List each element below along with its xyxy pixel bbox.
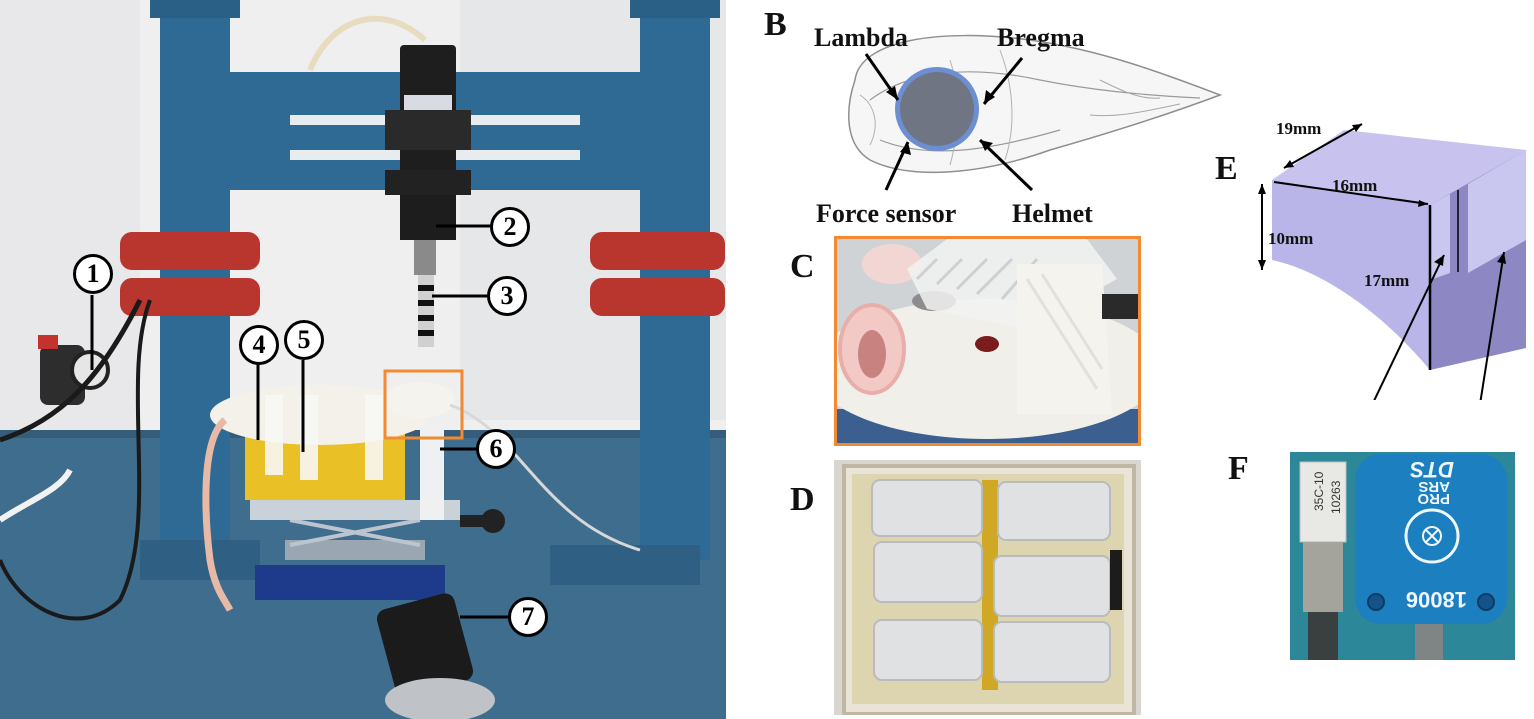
axis-direction-icon (1404, 508, 1460, 564)
foam-holder-photo (834, 460, 1141, 715)
skull-diagram: Lambda Bregma Force sensor Helmet (814, 23, 1223, 228)
dim-19mm: 19mm (1276, 119, 1321, 138)
panel-letter-d: D (790, 481, 815, 518)
panel-letter-b: B (764, 6, 787, 43)
accelerometer-photo: 35C-10 10263 18006 ARS PRO DTS (1290, 452, 1515, 660)
panel-letter-c: C (790, 248, 815, 285)
callout-5: 5 (284, 320, 324, 360)
sensor-brand: DTS (1410, 457, 1454, 482)
callout-1: 1 (73, 254, 113, 294)
test-rig-photo (0, 0, 726, 719)
rat-helmet-photo (834, 236, 1141, 446)
foam-holder-illustration (834, 460, 1141, 715)
callout-2: 2 (490, 207, 530, 247)
callout-4: 4 (239, 325, 279, 365)
panel-letter-f: F (1228, 450, 1249, 487)
sensor-model-2: PRO (1417, 490, 1450, 507)
sensor-left-label-1: 35C-10 (1312, 471, 1326, 511)
dim-16mm: 16mm (1332, 176, 1377, 195)
label-lambda: Lambda (814, 23, 908, 52)
sensor-block-diagram: 19mm 16mm 10mm 17mm (1258, 119, 1526, 400)
sensor-serial: 18006 (1406, 587, 1467, 612)
label-helmet: Helmet (1012, 199, 1093, 228)
panel-letter-e: E (1215, 150, 1238, 187)
dim-10mm: 10mm (1268, 229, 1313, 248)
sensor-model-1: ARS (1418, 478, 1450, 495)
rat-head-highlight-box (383, 369, 464, 440)
label-bregma: Bregma (997, 23, 1085, 52)
callout-6: 6 (476, 429, 516, 469)
test-rig-illustration (0, 0, 726, 719)
label-force-sensor: Force sensor (816, 199, 956, 228)
callout-7: 7 (508, 597, 548, 637)
rat-helmet-illustration (837, 239, 1138, 443)
sensor-left-label-2: 10263 (1329, 480, 1343, 514)
accelerometer-illustration: 35C-10 10263 18006 ARS PRO DTS (1290, 452, 1515, 660)
callout-3: 3 (487, 276, 527, 316)
dim-17mm: 17mm (1364, 271, 1409, 290)
